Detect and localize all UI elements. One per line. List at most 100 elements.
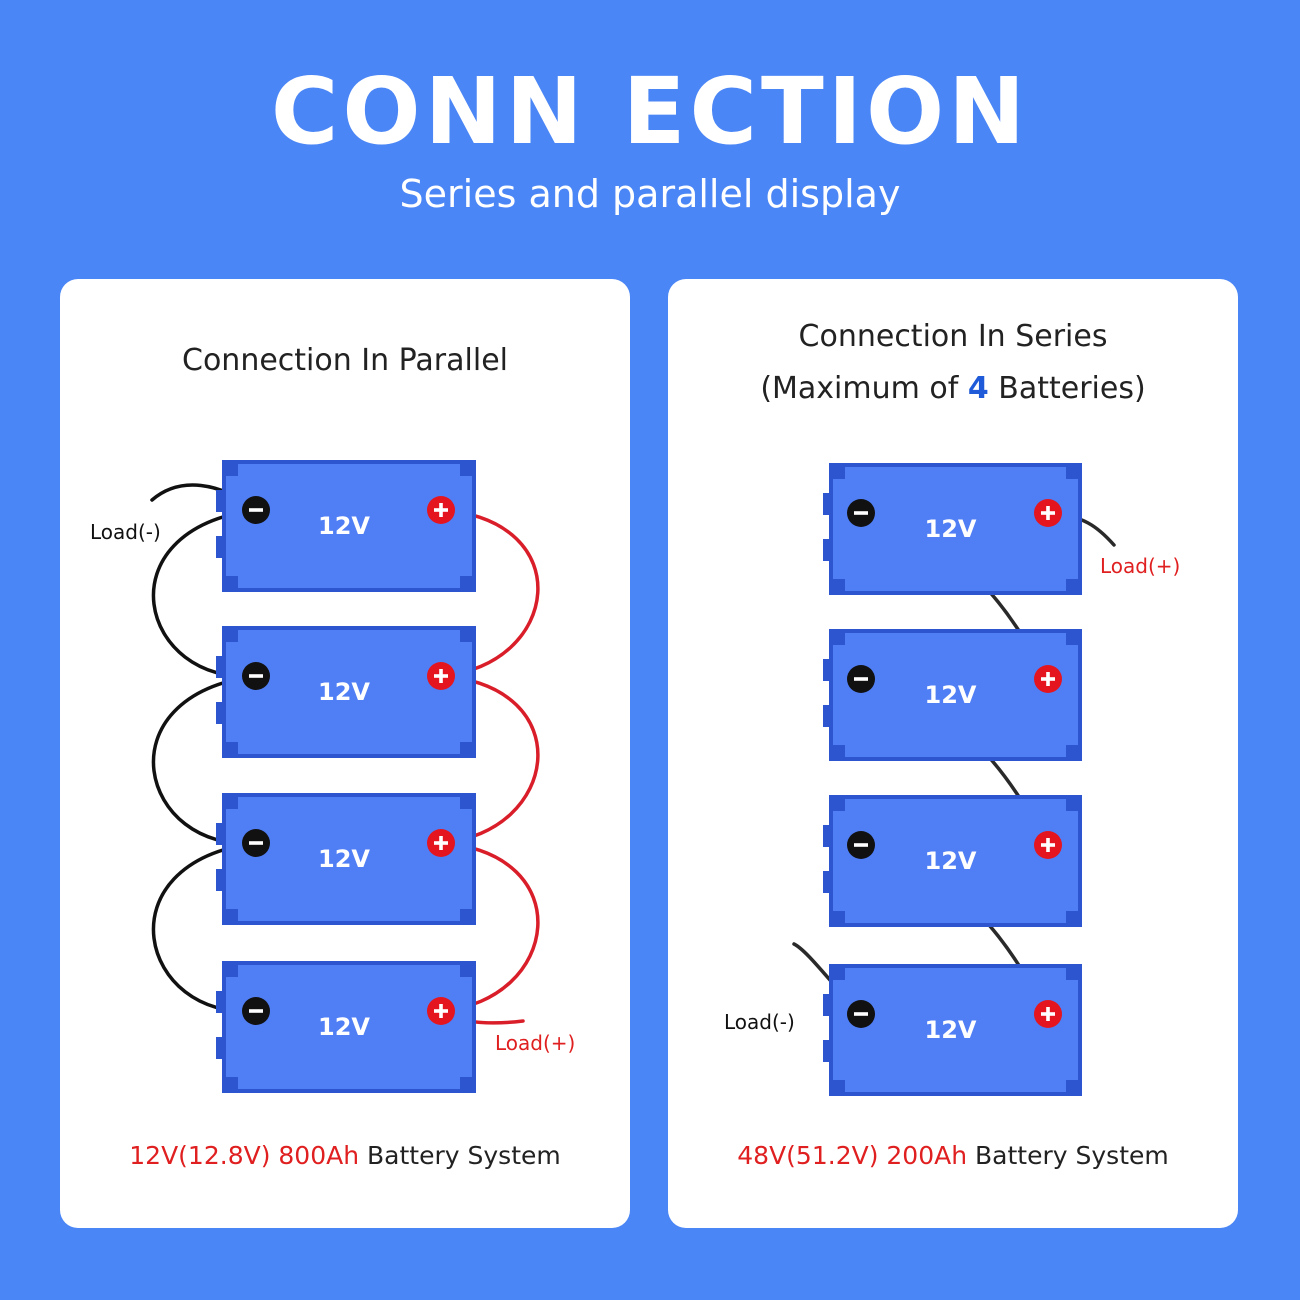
battery-tab [216, 1037, 226, 1059]
battery-corner [1066, 799, 1078, 811]
parallel-summary: 12V(12.8V) 800Ah Battery System [60, 1141, 630, 1170]
battery-voltage-label: 12V [318, 512, 370, 540]
battery-corner [460, 464, 472, 476]
battery-corner [1066, 579, 1078, 591]
battery-corner [460, 742, 472, 754]
positive-terminal-icon [1034, 665, 1062, 693]
positive-terminal-icon [427, 829, 455, 857]
parallel-battery-2: 12V [216, 626, 476, 758]
series-max-count: 4 [967, 371, 989, 406]
parallel-load-negative-label: Load(-) [90, 520, 161, 544]
battery-corner [1066, 467, 1078, 479]
battery-tab [823, 493, 833, 515]
positive-terminal-icon [427, 662, 455, 690]
parallel-summary-highlight: 12V(12.8V) 800Ah [129, 1141, 360, 1170]
negative-terminal-icon [847, 499, 875, 527]
battery-tab [216, 702, 226, 724]
battery-corner [226, 1077, 238, 1089]
battery-corner [833, 467, 845, 479]
battery-body [829, 795, 1082, 927]
battery-corner [833, 745, 845, 757]
battery-corner [460, 965, 472, 977]
battery-body [829, 463, 1082, 595]
series-summary-highlight: 48V(51.2V) 200Ah [737, 1141, 968, 1170]
negative-terminal-icon [242, 997, 270, 1025]
series-subtitle-post: Batteries) [988, 371, 1146, 406]
negative-terminal-icon [847, 831, 875, 859]
parallel-battery-4: 12V [216, 961, 476, 1093]
series-battery-4: 12V [823, 964, 1082, 1096]
battery-voltage-label: 12V [318, 1013, 370, 1041]
battery-voltage-label: 12V [925, 515, 977, 543]
positive-terminal-icon [427, 496, 455, 524]
battery-tab [823, 825, 833, 847]
battery-tab [823, 705, 833, 727]
negative-terminal-icon [847, 665, 875, 693]
battery-corner [833, 1080, 845, 1092]
series-subtitle: (Maximum of 4 Batteries) [668, 363, 1238, 415]
parallel-load-positive-label: Load(+) [495, 1031, 575, 1055]
negative-terminal-icon [242, 496, 270, 524]
negative-terminal-icon [242, 829, 270, 857]
battery-voltage-label: 12V [925, 1016, 977, 1044]
battery-voltage-label: 12V [925, 847, 977, 875]
positive-wire [439, 508, 540, 678]
positive-terminal-icon [1034, 499, 1062, 527]
battery-corner [1066, 911, 1078, 923]
series-diagram: 12V 12V 12V 12V Load(+) Load(-) [724, 463, 1180, 1096]
positive-terminal-icon [427, 997, 455, 1025]
negative-wire [151, 674, 258, 846]
battery-corner [226, 797, 238, 809]
battery-corner [833, 911, 845, 923]
page-subtitle: Series and parallel display [399, 172, 901, 216]
battery-body [222, 793, 476, 925]
negative-wire [151, 841, 258, 1014]
battery-corner [833, 579, 845, 591]
series-card: Connection In Series (Maximum of 4 Batte… [668, 279, 1238, 1228]
series-title: Connection In Series [798, 319, 1108, 354]
parallel-battery-3: 12V [216, 793, 476, 925]
battery-corner [226, 576, 238, 588]
battery-tab [216, 823, 226, 845]
battery-corner [460, 576, 472, 588]
battery-voltage-label: 12V [318, 678, 370, 706]
battery-corner [1066, 1080, 1078, 1092]
positive-terminal-icon [1034, 1000, 1062, 1028]
series-battery-1: 12V [823, 463, 1082, 595]
parallel-summary-rest: Battery System [359, 1141, 561, 1170]
battery-tab [216, 536, 226, 558]
battery-corner [1066, 968, 1078, 980]
battery-corner [226, 909, 238, 921]
battery-tab [823, 659, 833, 681]
battery-corner [226, 464, 238, 476]
battery-body [829, 629, 1082, 761]
negative-terminal-icon [242, 662, 270, 690]
negative-terminal-icon [847, 1000, 875, 1028]
negative-wire [151, 508, 258, 679]
battery-tab [823, 1040, 833, 1062]
battery-tab [216, 991, 226, 1013]
battery-tab [216, 656, 226, 678]
battery-body [829, 964, 1082, 1096]
battery-corner [460, 1077, 472, 1089]
positive-wire [439, 841, 540, 1013]
battery-body [222, 961, 476, 1093]
battery-corner [1066, 745, 1078, 757]
battery-corner [460, 909, 472, 921]
battery-tab [823, 539, 833, 561]
battery-corner [1066, 633, 1078, 645]
series-load-positive-label: Load(+) [1100, 554, 1180, 578]
battery-body [222, 460, 476, 592]
battery-tab [823, 871, 833, 893]
battery-corner [460, 797, 472, 809]
series-load-negative-label: Load(-) [724, 1010, 795, 1034]
series-summary: 48V(51.2V) 200Ah Battery System [668, 1141, 1238, 1170]
battery-voltage-label: 12V [925, 681, 977, 709]
series-subtitle-pre: (Maximum of [760, 371, 968, 406]
battery-body [222, 626, 476, 758]
battery-corner [226, 742, 238, 754]
battery-tab [216, 490, 226, 512]
page-title: CONN ECTION [270, 58, 1030, 165]
parallel-diagram: 12V 12V 12V 12V Load(-) Load(+) [90, 460, 575, 1093]
